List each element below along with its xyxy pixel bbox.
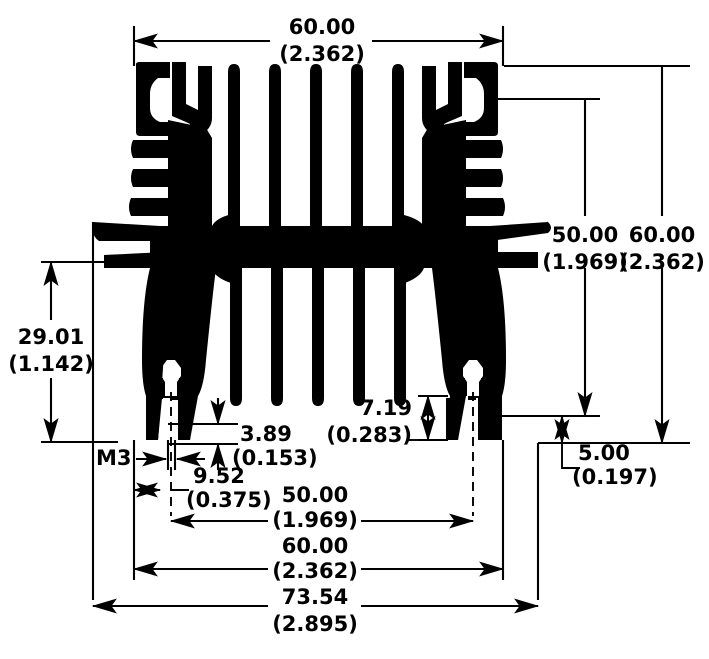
- profile-base-slab: [150, 226, 498, 268]
- dim-right-inner-height: 50.00 (1.969): [497, 97, 628, 418]
- profile-left-clip-arm: [190, 66, 212, 142]
- dim-top-width-inch: (2.362): [279, 42, 365, 66]
- dim-right-overall-height-inch: (2.362): [619, 250, 705, 274]
- profile-left-lower-wing: [104, 252, 165, 268]
- profile-left-end-column: [136, 62, 170, 136]
- profile-left-step-1: [131, 140, 170, 158]
- profile-right-clip-inner: [436, 62, 462, 128]
- profile-left-skirt: [146, 268, 170, 440]
- profile-right-tower: [422, 120, 466, 226]
- dim-left-fin-gap-mm: 3.89: [240, 422, 292, 446]
- dim-hole-spacing-mm: 50.00: [282, 483, 348, 507]
- dim-top-width: 60.00 (2.362): [132, 15, 505, 66]
- dim-hole-spacing-inch: (1.969): [272, 508, 358, 532]
- dim-left-fin-gap: 3.89 (0.153): [168, 398, 318, 470]
- profile-top-fillet-right: [400, 214, 424, 226]
- dim-hole-edge-distance: 9.52 (0.375): [132, 464, 272, 512]
- profile-right-upper-wing: [490, 222, 551, 241]
- dim-right-boss-height-mm: 7.19: [360, 396, 412, 420]
- profile-top-fin-3: [310, 64, 322, 230]
- dim-body-width-mm: 60.00: [282, 534, 348, 558]
- dim-hole-edge-distance-mm: 9.52: [193, 464, 245, 488]
- profile-top-fin-5: [392, 64, 404, 230]
- profile-left-upper-wing: [93, 222, 160, 241]
- profile-right-step-3: [460, 198, 505, 216]
- profile-right-lower-wing: [488, 252, 538, 268]
- dim-right-overall-height: 60.00 (2.362): [504, 64, 705, 445]
- profile-top-fin-4: [351, 64, 363, 230]
- profile-bottom-fin-5: [394, 262, 406, 406]
- dim-overall-width-mm: 73.54: [282, 585, 348, 609]
- profile-left-clip-inner: [172, 62, 198, 128]
- dim-top-width-mm: 60.00: [289, 15, 355, 39]
- profile-bottom-fin-2: [271, 262, 283, 406]
- dim-right-inner-height-inch: (1.969): [542, 250, 628, 274]
- dim-overall-width: 73.54 (2.895): [91, 585, 540, 636]
- profile-right-boss-hole: [463, 360, 483, 396]
- dim-right-inner-height-mm: 50.00: [552, 223, 618, 247]
- profile-left-tower: [168, 120, 212, 226]
- dim-right-overall-height-mm: 60.00: [629, 223, 695, 247]
- dim-hole-edge-distance-inch: (0.375): [186, 488, 272, 512]
- profile-right-skirt: [478, 268, 502, 440]
- profile-left-step-2: [131, 169, 172, 187]
- dim-bottom-offset: 5.00 (0.197): [554, 414, 658, 489]
- profile-right-end-column: [464, 62, 498, 136]
- profile-right-step-2: [462, 169, 503, 187]
- profile-bottom-fin-1: [230, 262, 242, 406]
- dim-left-fin-gap-inch: (0.153): [232, 446, 318, 470]
- profile-right-clip-arm: [422, 66, 444, 142]
- profile-bottom-fillet-right: [402, 268, 424, 284]
- profile-top-fin-2: [269, 64, 281, 230]
- profile-right-thread-serrations: [461, 378, 485, 399]
- heatsink-profile: [93, 62, 551, 440]
- dim-bottom-offset-inch: (0.197): [572, 465, 658, 489]
- profile-top-fin-1: [228, 64, 240, 230]
- dim-hole-spacing: 50.00 (1.969): [169, 483, 475, 532]
- profile-left-step-3: [129, 198, 174, 216]
- dim-body-width-inch: (2.362): [272, 559, 358, 583]
- dim-left-height-inch: (1.142): [8, 352, 94, 376]
- profile-bottom-fin-4: [353, 262, 365, 406]
- profile-bottom-fin-3: [312, 262, 324, 406]
- dim-bottom-offset-mm: 5.00: [578, 441, 630, 465]
- profile-right-step-1: [464, 140, 503, 158]
- dim-left-height-mm: 29.01: [18, 325, 84, 349]
- dim-thread-label: M3: [96, 446, 132, 470]
- profile-right-boss-feet: [446, 398, 494, 440]
- dim-right-boss-height-inch: (0.283): [326, 423, 412, 447]
- dim-overall-width-inch: (2.895): [272, 612, 358, 636]
- profile-bottom-fillet-left: [212, 268, 234, 284]
- dim-left-height: 29.01 (1.142): [8, 260, 118, 444]
- profile-top-web: [168, 226, 498, 236]
- profile-left-boss-hole: [161, 360, 181, 396]
- profile-top-fillet-left: [212, 214, 232, 226]
- dim-body-width: 60.00 (2.362): [132, 534, 505, 583]
- dim-right-boss-height: 7.19 (0.283): [326, 394, 448, 447]
